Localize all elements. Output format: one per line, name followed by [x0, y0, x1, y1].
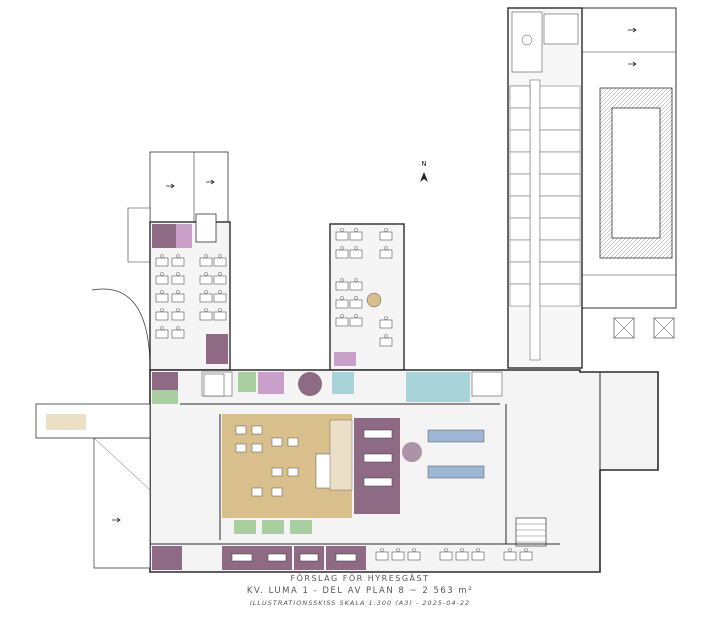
east-building: [581, 7, 677, 339]
caption-subtitle: KV. LUMA 1 - DEL AV PLAN 8 ~ 2 563 m²: [246, 586, 474, 596]
north-wing-corridor: [507, 7, 583, 369]
west-wing: [127, 151, 231, 371]
north-arrow-icon: [420, 172, 428, 182]
main-floor: [35, 288, 659, 573]
caption-title: FÖRSLAG FÖR HYRESGÄST: [290, 574, 430, 583]
middle-wing: [329, 223, 405, 371]
north-label: N: [421, 160, 427, 168]
caption-scale: ILLUSTRATIONSSKISS SKALA 1:300 (A3) - 20…: [249, 599, 471, 607]
